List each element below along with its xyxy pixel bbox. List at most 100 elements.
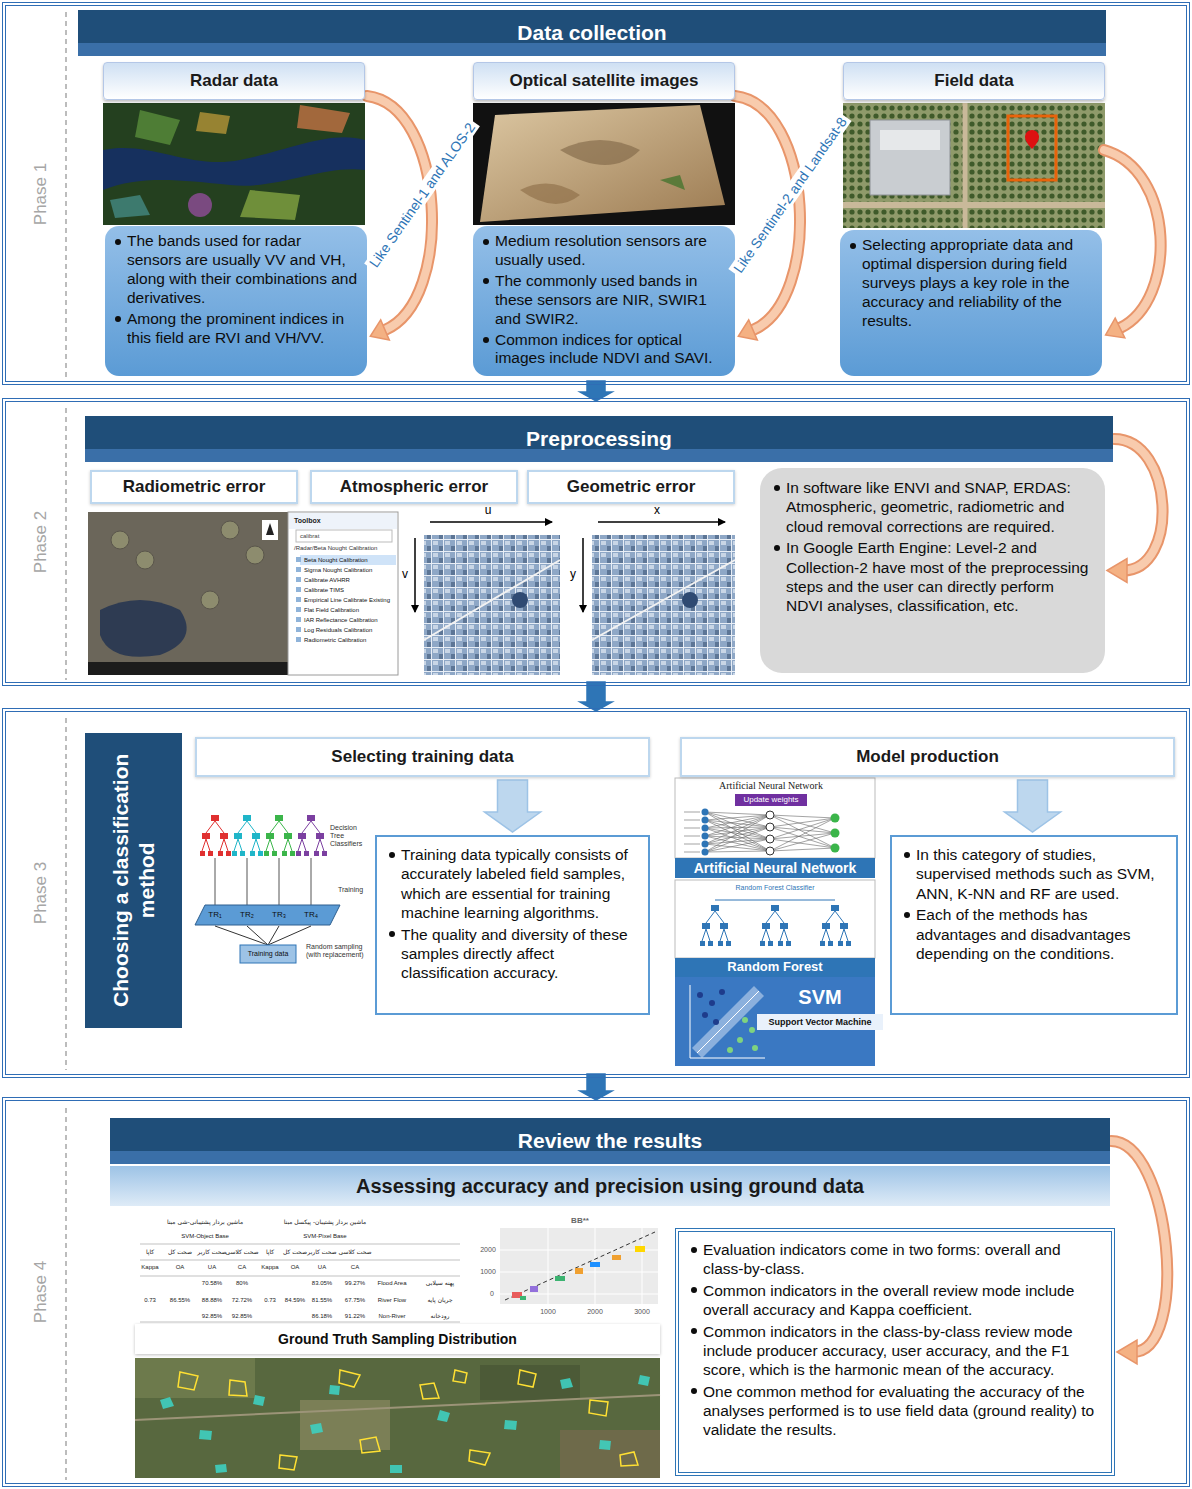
phase-label-holder: Phase 1: [6, 6, 76, 381]
curved-arrow: [1111, 1141, 1167, 1364]
ground-truth-map-part-part: [620, 1452, 638, 1466]
phase-label: Phase 4: [31, 1261, 51, 1323]
label-anchor: 86.18%: [312, 1313, 332, 1320]
header-text: Optical satellite images: [510, 71, 699, 91]
decision-trees: [195, 815, 340, 963]
arrow-body: [1111, 1141, 1167, 1352]
menu-path: /Radar/Beta Nought Calibration: [294, 545, 377, 552]
label-anchor: UA: [318, 1264, 326, 1271]
neural-network-figure-part: [702, 809, 709, 856]
table-cell: UA: [318, 1264, 326, 1271]
ground-truth-map-part-part: [310, 1423, 323, 1434]
sensor-note: Like Sentinel-2 and Landsat-8: [728, 112, 851, 279]
neural-network-figure-part-part: [684, 812, 700, 852]
phase-label: Phase 1: [31, 162, 51, 224]
label-anchor: x: [654, 504, 660, 518]
geometry-map-part: [415, 522, 725, 612]
info-box: Medium resolution sensors are usually us…: [473, 226, 735, 376]
axis-tick: 2000: [587, 1308, 603, 1316]
label-anchor: صحت کلاسی: [225, 1249, 258, 1256]
ground-truth-map-part: [480, 1365, 580, 1400]
table-cell: OA: [176, 1264, 185, 1271]
bullet-text: Selecting appropriate data and optimal d…: [848, 236, 1094, 331]
software-screenshot-part-part: [296, 627, 301, 632]
curved-arrow: [1107, 439, 1163, 583]
table-cell: 92.85%: [202, 1313, 222, 1320]
radar-image-part: [196, 112, 230, 134]
table-cell: صحت کلاسی: [225, 1249, 258, 1256]
bullet-text: In Google Earth Engine: Level-2 and Coll…: [772, 538, 1093, 616]
label-anchor: جریان پایه: [427, 1297, 452, 1304]
bullet-text: Common indicators in the class-by-class …: [689, 1322, 1101, 1380]
section-header: Optical satellite images: [473, 62, 735, 100]
curved-arrow-part: [1106, 318, 1125, 338]
label-anchor: 1000: [480, 1268, 496, 1276]
evaluation-box: Evaluation indicators come in two forms:…: [675, 1228, 1115, 1476]
step-text: Model production: [856, 747, 999, 767]
label-anchor: TR₁: [208, 910, 221, 919]
decision-trees-part: [195, 905, 340, 925]
geometry-map-part-part: [598, 521, 725, 523]
software-screenshot-part: [111, 531, 129, 549]
geometry-map-part: [512, 592, 528, 608]
geometry-map-part: [592, 535, 735, 675]
radar-image-part: [297, 105, 350, 133]
info-box: The bands used for radar sensors are usu…: [105, 226, 367, 376]
label-anchor: کاپا: [266, 1249, 274, 1256]
software-screenshot-part-part: [296, 567, 301, 572]
bar-title: Data collection: [517, 21, 666, 45]
software-screenshot-part-part: [296, 617, 301, 622]
menu-item: Flat Field Calibration: [304, 607, 359, 614]
label-anchor: 88.88%: [202, 1297, 222, 1304]
label-anchor: 81.55%: [312, 1297, 332, 1304]
optical-image: [473, 103, 735, 225]
menu-item: Sigma Nought Calibration: [304, 567, 372, 574]
phase-label-holder: Phase 3: [6, 712, 76, 1074]
bullet-text: The commonly used bands in these sensors…: [481, 272, 727, 329]
label-anchor: Artificial Neural Network: [719, 780, 823, 792]
software-screenshot-part: [300, 555, 396, 565]
label-anchor: u: [485, 504, 492, 518]
ground-truth-map-part-part: [504, 1420, 517, 1430]
neural-network-figure-part-part: [702, 825, 709, 832]
label-anchor: 84.59%: [285, 1297, 305, 1304]
arrow-head: [1117, 1340, 1137, 1364]
table-cell: OA: [291, 1264, 300, 1271]
arrow-body: [1114, 439, 1163, 571]
neural-network-figure-part: [831, 814, 840, 853]
label-anchor: UA: [208, 1264, 216, 1271]
label-anchor: calibrat: [300, 533, 319, 540]
label-anchor: 99.27%: [345, 1280, 365, 1287]
accuracy-table: [135, 1214, 460, 1322]
bullet-text: In this category of studies, supervised …: [902, 845, 1166, 903]
ground-truth-map-part-part: [160, 1397, 174, 1409]
curved-arrow-part: [1104, 150, 1161, 328]
subset-label: TR₄: [304, 910, 318, 919]
phase-divider: [65, 12, 67, 1480]
chart-title: BB**: [571, 1216, 589, 1225]
software-screenshot-part: [262, 520, 278, 540]
ground-truth-map-part-part: [279, 1455, 297, 1470]
menu-item: Calibrate AVHRR: [304, 577, 350, 584]
bullet-text: Among the prominent indices in this fiel…: [113, 310, 359, 348]
label-anchor: Non-River: [378, 1313, 405, 1320]
ground-truth-map-part-part: [390, 1465, 402, 1473]
optical-image-part: [660, 175, 685, 190]
scatter-chart-part: [555, 1276, 565, 1281]
label-anchor: Random Forest Classifier: [736, 884, 815, 892]
flow-arrow: [485, 780, 541, 832]
figure-label: Decision Tree Classifiers: [330, 824, 372, 848]
label-anchor: Sigma Nought Calibration: [304, 567, 372, 574]
table-cell: 99.27%: [345, 1280, 365, 1287]
arrow-shape: [485, 780, 541, 832]
flow-arrow: [580, 682, 612, 711]
menu-item: Calibrate TIMS: [304, 587, 344, 594]
svm-figure-part-part: [752, 1045, 758, 1051]
title-bar: Preprocessing: [85, 416, 1113, 462]
curved-arrow-part: [738, 320, 757, 340]
svm-figure-part-part: [749, 1027, 755, 1033]
label-anchor: صحت کل: [168, 1249, 192, 1256]
random-forest-figure-part: [700, 905, 731, 946]
software-screenshot-part-part: [296, 587, 301, 592]
figure-label: Training data: [248, 950, 289, 958]
